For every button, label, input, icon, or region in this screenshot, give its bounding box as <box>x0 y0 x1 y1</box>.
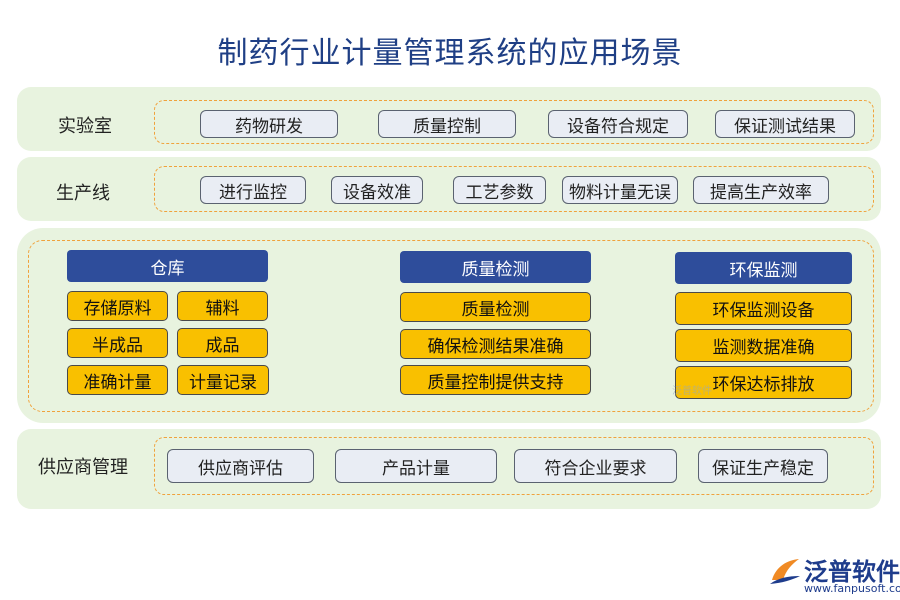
supplier-item: 产品计量 <box>335 449 497 483</box>
supplier-label: 供应商管理 <box>38 457 128 478</box>
warehouse-item: 辅料 <box>177 291 268 321</box>
supplier-item: 符合企业要求 <box>514 449 677 483</box>
warehouse-header: 仓库 <box>67 250 268 282</box>
lab-item: 设备符合规定 <box>548 110 688 138</box>
environment-header: 环保监测 <box>675 252 852 284</box>
logo-name: 泛普软件 <box>804 558 900 586</box>
departments-dashed-group <box>28 240 874 412</box>
warehouse-item: 准确计量 <box>67 365 168 395</box>
quality-item: 确保检测结果准确 <box>400 329 591 359</box>
production-item: 工艺参数 <box>453 176 546 204</box>
logo-mark-icon <box>770 559 800 584</box>
production-item: 进行监控 <box>200 176 306 204</box>
quality-header: 质量检测 <box>400 251 591 283</box>
lab-dashed-group <box>154 100 874 144</box>
warehouse-item: 成品 <box>177 328 268 358</box>
page-title: 制药行业计量管理系统的应用场景 <box>217 36 683 71</box>
watermark-text: 泛普软件 <box>672 386 712 397</box>
production-item: 提高生产效率 <box>693 176 829 204</box>
supplier-dashed-group <box>154 437 874 495</box>
environment-item: 环保达标排放 <box>675 366 852 399</box>
production-dashed-group <box>154 166 874 212</box>
environment-item: 环保监测设备 <box>675 292 852 325</box>
lab-label: 实验室 <box>58 116 112 137</box>
lab-item: 保证测试结果 <box>715 110 855 138</box>
quality-item: 质量控制提供支持 <box>400 365 591 395</box>
lab-item: 质量控制 <box>378 110 516 138</box>
environment-item: 监测数据准确 <box>675 329 852 362</box>
production-label: 生产线 <box>56 183 110 204</box>
lab-item: 药物研发 <box>200 110 338 138</box>
production-item: 设备效准 <box>331 176 423 204</box>
production-item: 物料计量无误 <box>562 176 678 204</box>
warehouse-item: 存储原料 <box>67 291 168 321</box>
warehouse-item: 半成品 <box>67 328 168 358</box>
quality-item: 质量检测 <box>400 292 591 322</box>
logo-url: www.fanpusoft.com <box>804 582 900 595</box>
supplier-item: 保证生产稳定 <box>698 449 828 483</box>
supplier-item: 供应商评估 <box>167 449 314 483</box>
warehouse-item: 计量记录 <box>177 365 269 395</box>
